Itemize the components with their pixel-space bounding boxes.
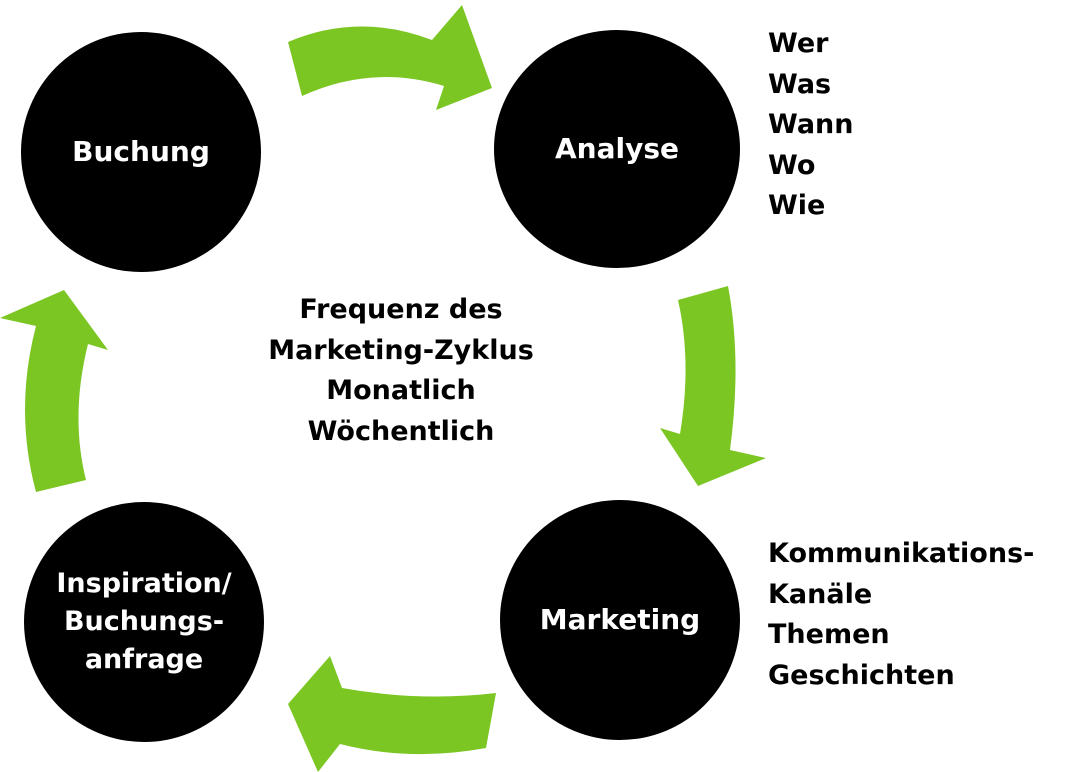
arrow-inspiration-to-buchung <box>0 290 108 492</box>
analyse-questions-list: Wer Was Wann Wo Wie <box>768 24 853 227</box>
node-inspiration: Inspiration/ Buchungs- anfrage <box>24 502 264 742</box>
center-line: Frequenz des <box>299 294 503 325</box>
analyse-question: Was <box>768 68 832 100</box>
node-analyse: Analyse <box>494 30 740 268</box>
analyse-question: Wie <box>768 190 826 221</box>
marketing-topics-list: Kommunikations- Kanäle Themen Geschichte… <box>768 534 1034 696</box>
cycle-frequency-text: Frequenz des Marketing-Zyklus Monatlich … <box>236 290 566 452</box>
node-marketing: Marketing <box>500 500 740 740</box>
marketing-topic: Themen <box>768 619 890 650</box>
marketing-topic: Kanäle <box>768 578 873 610</box>
analyse-question: Wo <box>768 149 816 181</box>
center-line: Wöchentlich <box>307 415 495 447</box>
center-line: Monatlich <box>326 375 476 406</box>
arrow-buchung-to-analyse <box>288 5 492 110</box>
node-inspiration-line: Inspiration/ <box>56 568 232 599</box>
node-analyse-label: Analyse <box>554 132 679 165</box>
arrow-marketing-to-inspiration <box>288 656 496 772</box>
analyse-question: Wann <box>768 109 854 140</box>
node-buchung-label: Buchung <box>72 135 210 168</box>
node-buchung: Buchung <box>21 32 261 272</box>
marketing-topic: Geschichten <box>768 659 955 691</box>
center-line: Marketing-Zyklus <box>268 334 534 366</box>
node-marketing-label: Marketing <box>539 603 701 636</box>
node-inspiration-line: Buchungs- <box>63 606 225 637</box>
marketing-topic: Kommunikations- <box>768 538 1035 569</box>
analyse-question: Wer <box>768 28 829 59</box>
arrow-analyse-to-marketing <box>660 286 766 486</box>
node-inspiration-label: Inspiration/ Buchungs- anfrage <box>56 565 231 679</box>
node-inspiration-line: anfrage <box>84 644 204 675</box>
